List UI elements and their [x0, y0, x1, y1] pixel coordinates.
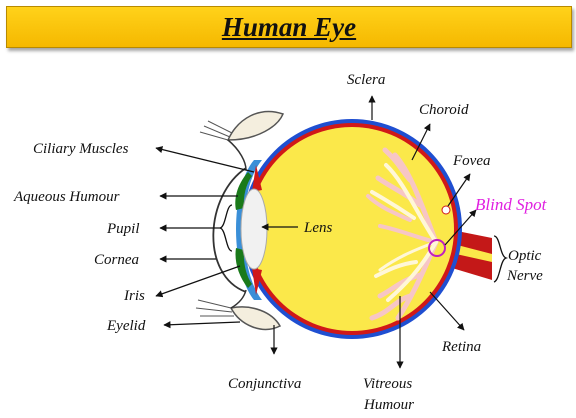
label-iris: Iris — [123, 288, 145, 304]
iris-bottom — [235, 248, 252, 288]
label-nerve: Nerve — [506, 268, 543, 284]
title-bar: Human Eye — [6, 6, 572, 48]
label-ciliary-muscles: Ciliary Muscles — [33, 141, 129, 157]
label-eyelid: Eyelid — [106, 318, 146, 334]
label-pupil: Pupil — [106, 221, 140, 237]
label-aqueous-humour: Aqueous Humour — [13, 189, 120, 205]
iris-top — [235, 172, 252, 210]
optic-nerve-bracket — [493, 235, 509, 283]
pointer-lines — [155, 95, 477, 369]
label-fovea: Fovea — [452, 153, 490, 169]
label-optic: Optic — [508, 248, 542, 264]
ciliary-muscle-top — [252, 165, 262, 192]
label-humour: Humour — [363, 397, 414, 413]
ciliary-muscle-bottom — [252, 268, 262, 295]
label-choroid: Choroid — [419, 102, 469, 118]
blind-spot-marker — [428, 239, 446, 257]
vitreous-humour — [250, 127, 454, 331]
pupil-bracket — [219, 204, 233, 252]
label-vitreous: Vitreous — [363, 376, 412, 392]
label-blind-spot: Blind Spot — [475, 195, 548, 214]
page-title: Human Eye — [221, 11, 357, 42]
lens — [240, 188, 268, 270]
lower-eyelid — [195, 289, 282, 331]
conjunctiva-outline — [212, 167, 247, 293]
upper-eyelid — [199, 110, 284, 171]
label-retina: Retina — [441, 339, 481, 355]
label-conjunctiva: Conjunctiva — [228, 376, 301, 392]
fovea-marker — [441, 205, 451, 215]
label-lens: Lens — [303, 220, 333, 236]
label-cornea: Cornea — [94, 252, 139, 268]
label-sclera: Sclera — [347, 72, 385, 88]
